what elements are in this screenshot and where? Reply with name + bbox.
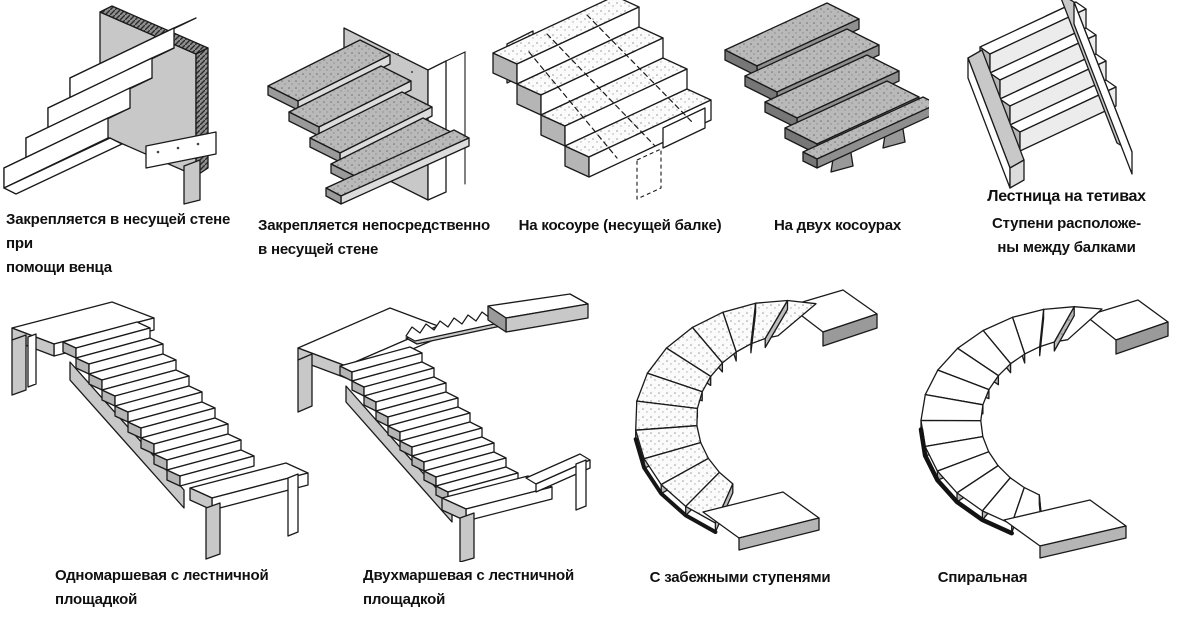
caption-kosour: На косоуре (несущей балке) (518, 217, 722, 234)
winder-stairs-illustration (633, 289, 878, 551)
stairs-wall-crown-illustration (3, 5, 217, 205)
caption-winder: С забежными ступенями (649, 569, 831, 586)
figure-winder-stairs (585, 286, 882, 560)
figure-single-flight-landing (0, 292, 312, 562)
caption-double-flight: Двухмаршевая с лестничной площадкой (363, 567, 575, 608)
caption-wall-crown: Закрепляется в несущей стене при помощи … (6, 211, 231, 276)
figure-stairs-cantilever-wall (252, 2, 484, 207)
figure-double-flight-landing (290, 292, 592, 562)
double-flight-landing-illustration (297, 293, 591, 562)
figure-stairs-two-kosours (707, 0, 929, 200)
figure-stairs-kosour (487, 0, 714, 210)
single-flight-landing-illustration (11, 301, 309, 560)
caption-stringers-title: Лестница на тетивах (987, 188, 1146, 205)
caption-cantilever-wall: Закрепляется непосредственно в несущей с… (258, 217, 490, 258)
stairs-stringers-illustration (967, 0, 1133, 189)
figure-stairs-wall-crown (0, 0, 242, 205)
stairs-cantilever-wall-illustration (267, 27, 470, 205)
stairs-kosour-illustration (492, 0, 712, 200)
caption-two-kosours: На двух косоурах (773, 217, 902, 234)
caption-single-flight: Одномаршевая с лестничной площадкой (55, 567, 269, 608)
caption-stringers: Ступени расположе- ны между балками (992, 215, 1141, 256)
spiral-stairs-illustration (918, 299, 1169, 559)
figure-spiral-stairs (878, 290, 1178, 560)
stairs-two-kosours-illustration (724, 2, 929, 173)
figure-stairs-stringers (928, 0, 1183, 195)
caption-spiral: Спиральная (937, 569, 1028, 586)
